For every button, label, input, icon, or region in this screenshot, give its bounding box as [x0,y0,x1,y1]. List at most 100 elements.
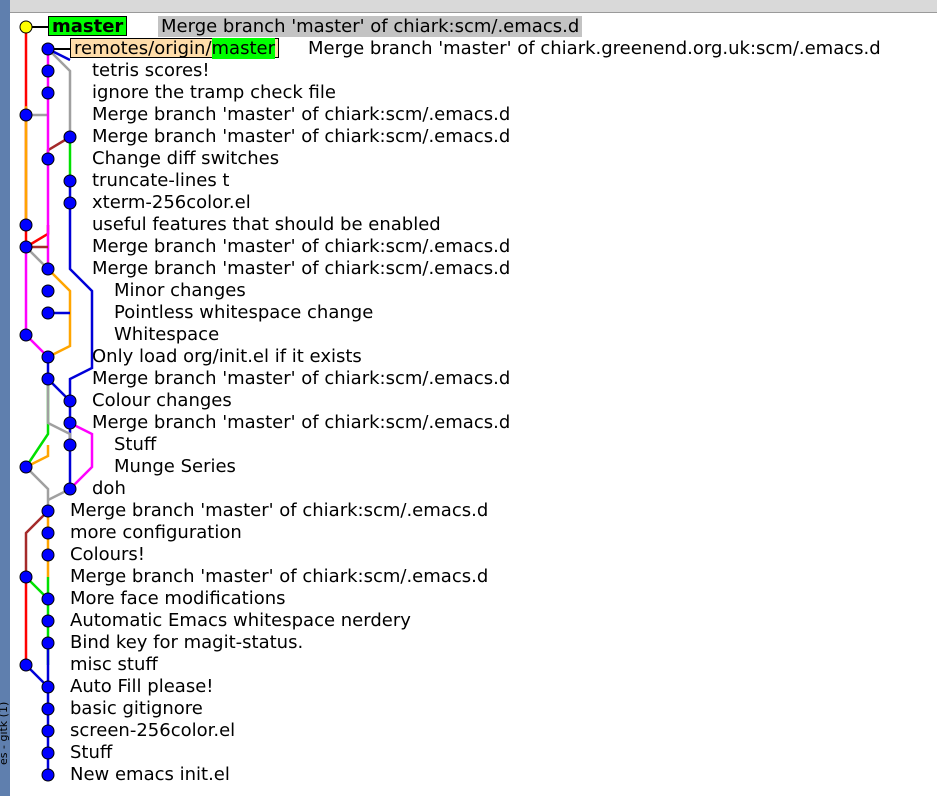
commit-message: screen-256color.el [70,720,236,741]
commit-row[interactable]: misc stuff [70,654,158,676]
commit-message: Stuff [114,434,157,455]
commit-row[interactable]: Auto Fill please! [70,676,213,698]
commit-message: Merge branch 'master' of chiark:scm/.ema… [70,566,489,587]
commit-row[interactable]: Pointless whitespace change [114,302,373,324]
ref-remote-origin-master[interactable]: remotes/origin/master [70,38,279,59]
commit-row[interactable]: Merge branch 'master' of chiark:scm/.ema… [92,412,510,434]
ref-head-master[interactable]: master [48,16,128,37]
commit-dot[interactable] [63,438,77,452]
commit-dot[interactable] [63,130,77,144]
commit-row[interactable]: Merge branch 'master' of chiark:scm/.ema… [92,104,510,126]
commit-row[interactable]: xterm-256color.el [92,192,251,214]
graph-line-13 [47,268,72,359]
commit-dot[interactable] [41,724,55,738]
commit-row[interactable]: Merge branch 'master' of chiark:scm/.ema… [92,258,510,280]
commit-row[interactable]: Change diff switches [92,148,279,170]
commit-message: more configuration [70,522,242,543]
commit-message: doh [92,478,126,499]
commit-dot[interactable] [41,680,55,694]
commit-row[interactable]: Merge branch 'master' of chiark:scm/.ema… [158,16,583,38]
window-side-strip: es - gitk (1) [0,0,10,796]
commit-row[interactable]: Merge branch 'master' of chiark:scm/.ema… [70,566,488,588]
commit-dot[interactable] [19,658,33,672]
commit-row[interactable]: Colour changes [92,390,232,412]
commit-row[interactable]: Whitespace [114,324,219,346]
commit-dot[interactable] [19,328,33,342]
commit-message: More face modifications [70,588,286,609]
commit-row[interactable]: Stuff [70,742,112,764]
commit-row[interactable]: Only load org/init.el if it exists [92,346,362,368]
graph-line-26 [25,466,50,511]
commit-dot[interactable] [19,460,33,474]
commit-dot[interactable] [41,526,55,540]
commit-row[interactable]: Automatic Emacs whitespace nerdery [70,610,411,632]
commit-message: ignore the tramp check file [92,82,336,103]
commit-row[interactable]: doh [92,478,126,500]
ref-remote-branch: master [211,38,275,59]
commit-dot[interactable] [19,20,33,34]
graph-commit-dots [19,20,77,782]
commit-dot[interactable] [41,768,55,782]
commit-dot[interactable] [19,570,33,584]
commit-message: Merge branch 'master' of chiark:scm/.ema… [92,368,511,389]
commit-message: misc stuff [70,654,158,675]
commit-dot[interactable] [63,482,77,496]
commit-dot[interactable] [41,42,55,56]
commit-row[interactable]: Merge branch 'master' of chiark:scm/.ema… [92,236,510,258]
commit-message: tetris scores! [92,60,210,81]
commit-row[interactable]: Merge branch 'master' of chiark:scm/.ema… [92,368,510,390]
commit-dot[interactable] [41,86,55,100]
commit-dot[interactable] [41,746,55,760]
commit-row[interactable]: Merge branch 'master' of chiark:scm/.ema… [92,126,510,148]
commit-message: Stuff [70,742,113,763]
commit-dot[interactable] [41,592,55,606]
commit-message: basic gitignore [70,698,203,719]
commit-dot[interactable] [41,152,55,166]
commit-dot[interactable] [41,614,55,628]
commit-row[interactable]: tetris scores! [92,60,210,82]
commit-dot[interactable] [41,350,55,364]
commit-dot[interactable] [41,548,55,562]
commit-message: Merge branch 'master' of chiark:scm/.ema… [158,16,583,37]
commit-dot[interactable] [41,262,55,276]
commit-dot[interactable] [41,504,55,518]
commit-row[interactable]: Munge Series [114,456,236,478]
commit-row[interactable]: screen-256color.el [70,720,235,742]
commit-dot[interactable] [63,394,77,408]
commit-dot[interactable] [41,64,55,78]
commit-message: Munge Series [114,456,236,477]
commit-dot[interactable] [41,372,55,386]
commit-message: Minor changes [114,280,246,301]
commit-dot[interactable] [41,636,55,650]
commit-message: Colours! [70,544,145,565]
commit-dot[interactable] [41,284,55,298]
top-pane-edge[interactable] [10,0,937,13]
commit-row[interactable]: basic gitignore [70,698,203,720]
commit-row[interactable]: More face modifications [70,588,286,610]
commit-row[interactable]: Bind key for magit-status. [70,632,303,654]
commit-dot[interactable] [63,196,77,210]
commit-row[interactable]: New emacs init.el [70,764,230,786]
commit-dot[interactable] [19,240,33,254]
commit-dot[interactable] [63,174,77,188]
graph-line-25 [25,445,50,469]
commit-dot[interactable] [63,416,77,430]
commit-row[interactable]: ignore the tramp check file [92,82,336,104]
commit-row[interactable]: Merge branch 'master' of chiark:scm/.ema… [70,500,488,522]
commit-row[interactable]: Merge branch 'master' of chiark.greenend… [308,38,881,60]
commit-row[interactable]: truncate-lines t [92,170,229,192]
ref-remote-prefix: remotes/origin/ [74,38,212,59]
commit-dot[interactable] [19,108,33,122]
commit-row[interactable]: Minor changes [114,280,246,302]
commit-dot[interactable] [41,702,55,716]
graph-line-11 [68,181,94,401]
commit-dot[interactable] [19,218,33,232]
commit-row[interactable]: more configuration [70,522,242,544]
commit-message: Bind key for magit-status. [70,632,304,653]
commit-message: Whitespace [114,324,220,345]
commit-row[interactable]: useful features that should be enabled [92,214,441,236]
commit-row[interactable]: Colours! [70,544,145,566]
commit-row[interactable]: Stuff [114,434,156,456]
commit-dot[interactable] [41,306,55,320]
commit-message: Only load org/init.el if it exists [92,346,362,367]
